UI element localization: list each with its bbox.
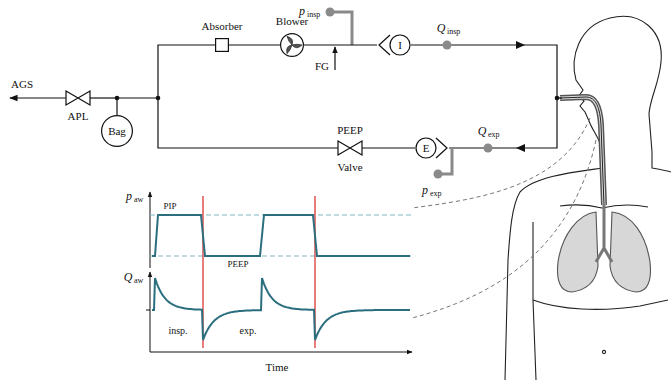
node-label: Blower bbox=[276, 16, 308, 27]
subscript-label: insp bbox=[447, 28, 460, 36]
subscript-label: insp bbox=[307, 11, 320, 19]
node-outline bbox=[415, 137, 449, 159]
node-label: Absorber bbox=[202, 21, 243, 32]
text-label: Time bbox=[266, 362, 289, 373]
text-label: AGS bbox=[11, 79, 33, 90]
text-label: PEEP bbox=[337, 125, 363, 136]
pipe-connector bbox=[304, 44, 377, 45]
node-outline bbox=[280, 33, 304, 57]
node-outline bbox=[377, 34, 411, 56]
check-valve: E bbox=[415, 137, 449, 159]
bag-circle: Bag bbox=[101, 115, 133, 147]
absorber-box: Absorber bbox=[215, 38, 229, 52]
sensors bbox=[326, 8, 493, 179]
text-label: p bbox=[299, 5, 305, 17]
text-label: insp. bbox=[168, 326, 187, 336]
text-label: FG bbox=[315, 61, 329, 72]
node-label: Bag bbox=[108, 126, 126, 137]
check-valve: I bbox=[377, 34, 411, 56]
text-label: exp. bbox=[240, 326, 257, 336]
waveform-chart bbox=[146, 192, 412, 352]
subscript-label: aw bbox=[134, 277, 143, 285]
text-label: PIP bbox=[163, 202, 176, 211]
text-label: Valve bbox=[337, 162, 362, 173]
pipe-connector bbox=[229, 44, 280, 45]
node-label: E bbox=[423, 143, 430, 154]
text-label: Q bbox=[478, 125, 487, 137]
text-label: p bbox=[422, 184, 428, 196]
text-label: p bbox=[126, 190, 132, 202]
peep-valve bbox=[338, 141, 362, 155]
node-outline bbox=[215, 38, 229, 52]
subscript-label: aw bbox=[134, 196, 143, 204]
subscript-label: exp bbox=[488, 131, 500, 139]
text-label: Q bbox=[124, 271, 133, 283]
apl-valve bbox=[66, 91, 90, 105]
node-label: I bbox=[398, 40, 402, 51]
subscript-label: exp bbox=[430, 190, 442, 198]
circuit-wires bbox=[10, 45, 562, 148]
text-label: Q bbox=[437, 22, 446, 34]
patient-figure bbox=[505, 16, 671, 380]
text-label: PEEP bbox=[227, 260, 248, 269]
blower-fan: Blower bbox=[280, 33, 304, 57]
text-label: APL bbox=[68, 111, 89, 122]
